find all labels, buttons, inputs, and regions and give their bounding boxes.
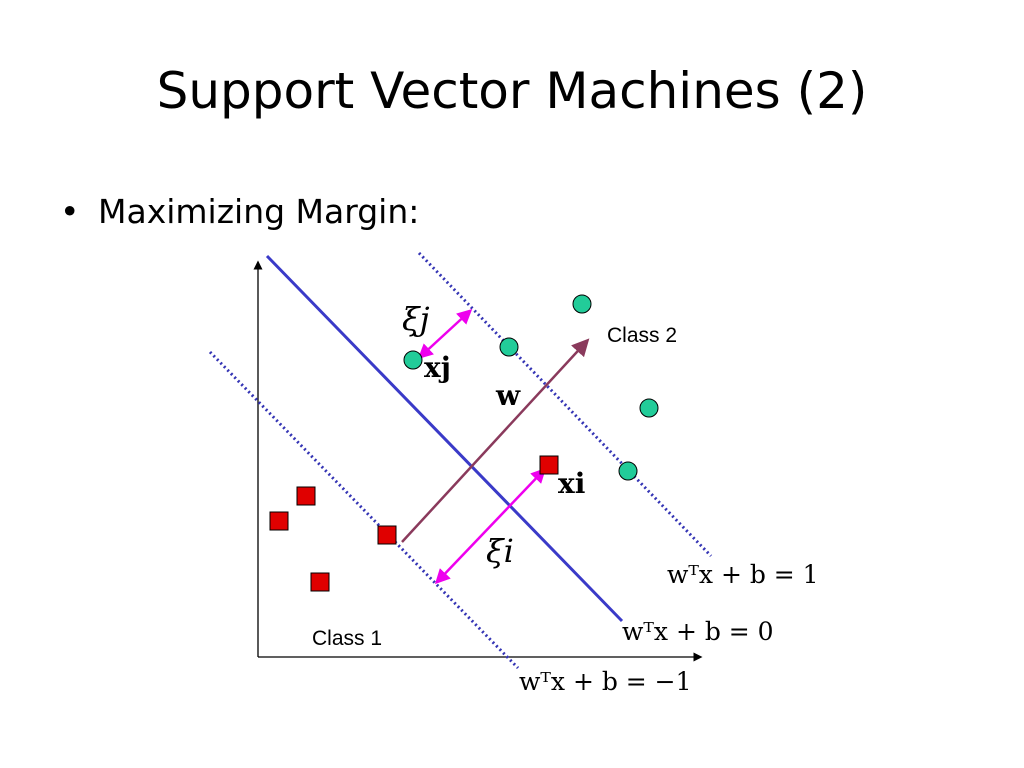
xi-i-label: ξi xyxy=(486,532,514,570)
class1-points xyxy=(269,455,559,592)
class1-point xyxy=(377,525,397,545)
slack-arrow-i xyxy=(434,467,547,585)
class2-point xyxy=(618,461,638,481)
class1-point xyxy=(269,511,289,531)
bullet-item: • Maximizing Margin: xyxy=(60,192,419,231)
margin-line-minus xyxy=(208,350,520,670)
class2-point xyxy=(639,398,659,418)
xi-j-label: ξj xyxy=(402,300,430,338)
margin-line-plus xyxy=(417,251,713,558)
class1-point xyxy=(310,572,330,592)
x-j-label: xj xyxy=(424,351,451,384)
equation-zero: wᵀx + b = 0 xyxy=(622,617,774,646)
x-i-label: xi xyxy=(558,467,585,500)
equation-plus-one: wᵀx + b = 1 xyxy=(667,560,819,589)
hyperplane-line xyxy=(265,254,624,623)
weight-vector-arrow xyxy=(401,338,590,543)
class2-label: Class 2 xyxy=(607,324,677,347)
class2-points xyxy=(403,294,659,481)
class2-point xyxy=(572,294,592,314)
bullet-text: Maximizing Margin: xyxy=(98,192,420,231)
weight-label: w xyxy=(495,379,521,412)
class1-label: Class 1 xyxy=(312,627,382,650)
slide-title: Support Vector Machines (2) xyxy=(156,62,868,120)
class1-point-xi xyxy=(539,455,559,475)
bullet-dot-icon: • xyxy=(60,192,80,231)
class2-point xyxy=(499,337,519,357)
slack-arrow-j xyxy=(417,308,473,360)
class1-point xyxy=(296,486,316,506)
class2-point-xj xyxy=(403,350,423,370)
equation-minus-one: wᵀx + b = −1 xyxy=(519,667,692,696)
